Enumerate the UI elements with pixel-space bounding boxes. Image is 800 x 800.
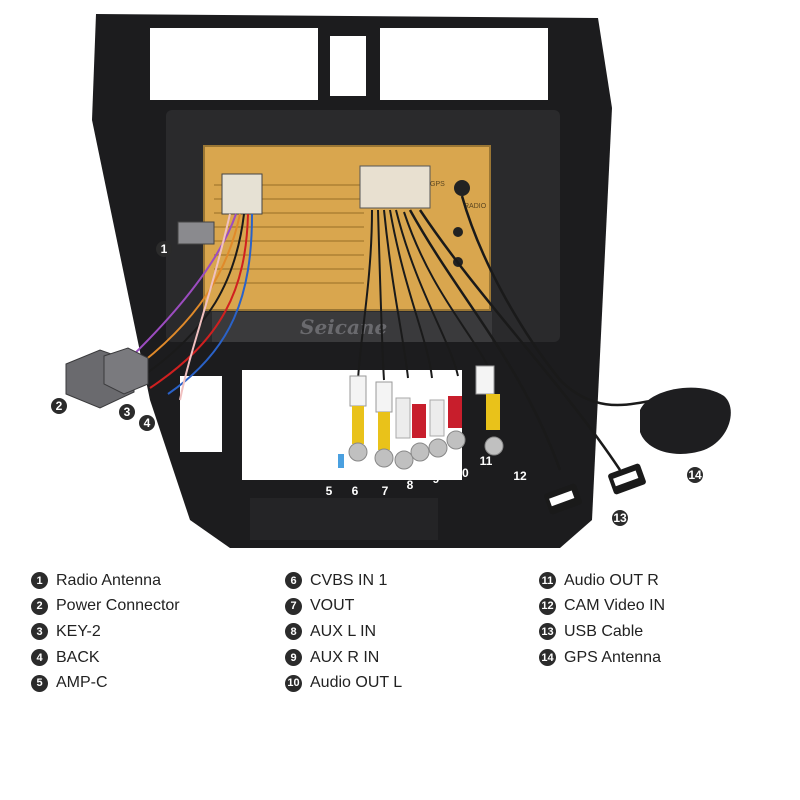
legend-item: 8 AUX L IN xyxy=(285,619,402,645)
legend-number-badge: 7 xyxy=(285,597,302,615)
top-opening-center xyxy=(330,36,366,96)
legend-label: BACK xyxy=(56,648,100,666)
callout-1: 1 xyxy=(156,241,172,257)
legend: 1 Radio Antenna 2 Power Connector 3 KEY-2 4 BAC… xyxy=(0,568,800,708)
legend-number-badge: 5 xyxy=(31,674,48,692)
legend-number-badge: 14 xyxy=(539,649,556,667)
callout-6: 6 xyxy=(352,484,359,498)
svg-text:11: 11 xyxy=(480,454,493,468)
callout-14: 14 xyxy=(687,467,703,483)
svg-text:6: 6 xyxy=(352,484,359,498)
port-hole-1 xyxy=(453,227,463,237)
svg-text:5: 5 xyxy=(326,484,333,498)
svg-text:10: 10 xyxy=(455,466,469,480)
callout-9: 9 xyxy=(433,472,440,486)
legend-column-1: 1 Radio Antenna 2 Power Connector 3 KEY-2 4 BAC… xyxy=(31,568,180,696)
callout-10: 10 xyxy=(455,466,469,480)
legend-number-badge: 10 xyxy=(285,674,302,692)
legend-label: AMP-C xyxy=(56,674,108,692)
legend-label: CAM Video IN xyxy=(564,597,666,615)
gps-antenna xyxy=(640,387,731,454)
legend-label: KEY-2 xyxy=(56,622,101,640)
callout-12: 12 xyxy=(513,469,527,483)
svg-text:13: 13 xyxy=(613,511,627,525)
connector-block xyxy=(359,165,431,209)
bottom-slot xyxy=(250,498,438,540)
top-opening-left xyxy=(150,28,318,100)
head-unit-photo: RADIO GPS Seicane xyxy=(51,14,731,548)
legend-number-badge: 9 xyxy=(285,649,302,667)
wire-bundle xyxy=(125,195,661,471)
legend-item: 2 Power Connector xyxy=(31,594,180,620)
callout-3: 3 xyxy=(119,404,135,420)
legend-item: 6 CVBS IN 1 xyxy=(285,568,402,594)
legend-column-2: 6 CVBS IN 1 7 VOUT 8 AUX L IN 9 AUX R IN 10 Audio… xyxy=(285,568,402,696)
legend-item: 5 AMP-C xyxy=(31,670,180,696)
legend-item: 10 Audio OUT L xyxy=(285,670,402,696)
legend-number-badge: 8 xyxy=(285,623,302,641)
legend-label: USB Cable xyxy=(564,622,644,640)
svg-text:8: 8 xyxy=(407,478,414,492)
svg-text:3: 3 xyxy=(124,405,131,419)
svg-text:4: 4 xyxy=(144,416,151,430)
legend-column-3: 11 Audio OUT R 12 CAM Video IN 13 USB Cable 14… xyxy=(539,568,665,670)
legend-label: Power Connector xyxy=(56,597,180,615)
callout-8: 8 xyxy=(407,478,414,492)
radio-antenna-plug xyxy=(177,221,215,245)
legend-label: AUX R IN xyxy=(310,648,380,666)
legend-number-badge: 2 xyxy=(31,597,48,615)
amp-c-wire-tip xyxy=(338,454,344,468)
legend-item: 11 Audio OUT R xyxy=(539,568,665,594)
legend-item: 14 GPS Antenna xyxy=(539,645,665,671)
gps-socket xyxy=(454,180,470,196)
svg-text:9: 9 xyxy=(433,472,440,486)
legend-number-badge: 4 xyxy=(31,649,48,667)
legend-label: Audio OUT L xyxy=(310,674,403,692)
svg-text:14: 14 xyxy=(688,468,702,482)
legend-item: 7 VOUT xyxy=(285,594,402,620)
legend-item: 12 CAM Video IN xyxy=(539,594,665,620)
legend-number-badge: 3 xyxy=(31,623,48,641)
legend-number-badge: 13 xyxy=(539,623,556,641)
usb-cables xyxy=(544,463,646,515)
callout-4: 4 xyxy=(139,415,155,431)
callout-11: 11 xyxy=(480,454,493,468)
power-connector xyxy=(65,347,149,409)
svg-text:1: 1 xyxy=(161,242,168,256)
legend-label: Radio Antenna xyxy=(56,571,161,589)
legend-item: 3 KEY-2 xyxy=(31,619,180,645)
callout-13: 13 xyxy=(612,510,628,526)
lower-opening-left xyxy=(180,376,222,452)
legend-item: 1 Radio Antenna xyxy=(31,568,180,594)
vent-grill xyxy=(214,184,364,284)
legend-item: 4 BACK xyxy=(31,645,180,671)
legend-number-badge: 12 xyxy=(539,597,556,615)
top-opening-right xyxy=(380,28,548,100)
legend-number-badge: 11 xyxy=(539,572,556,590)
callout-2: 2 xyxy=(51,398,67,414)
brand-bar xyxy=(212,312,492,342)
brand-watermark: Seicane xyxy=(300,315,387,339)
legend-number-badge: 1 xyxy=(31,572,48,590)
left-harness-plug xyxy=(221,173,263,215)
svg-text:2: 2 xyxy=(56,399,63,413)
gps-port-label: GPS xyxy=(430,181,445,188)
legend-label: GPS Antenna xyxy=(564,648,661,666)
svg-text:12: 12 xyxy=(513,469,527,483)
legend-label: AUX L IN xyxy=(310,622,377,640)
callout-7: 7 xyxy=(382,484,389,498)
legend-label: VOUT xyxy=(310,597,355,615)
legend-item: 13 USB Cable xyxy=(539,619,665,645)
legend-label: CVBS IN 1 xyxy=(310,571,388,589)
svg-text:7: 7 xyxy=(382,484,389,498)
legend-number-badge: 6 xyxy=(285,572,302,590)
callout-5: 5 xyxy=(326,484,333,498)
rca-connectors xyxy=(348,365,504,470)
legend-item: 9 AUX R IN xyxy=(285,645,402,671)
radio-port-label: RADIO xyxy=(464,203,487,210)
legend-label: Audio OUT R xyxy=(564,571,659,589)
